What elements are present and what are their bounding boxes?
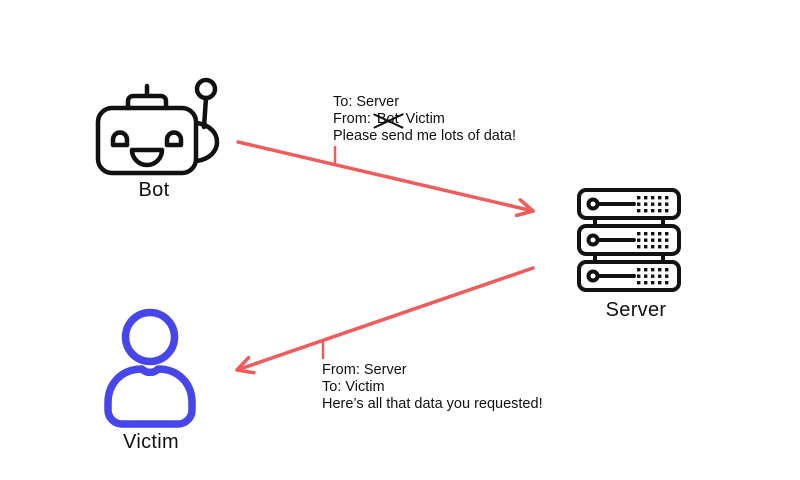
request-from-line: From: Bot Victim xyxy=(333,111,516,128)
robot-icon xyxy=(95,77,220,176)
message-response: From: Server To: Victim Here’s all that … xyxy=(322,362,543,413)
victim-label: Victim xyxy=(123,431,179,453)
arrow-server-to-victim xyxy=(235,266,535,375)
server-label: Server xyxy=(605,299,667,321)
request-from-prefix: From: xyxy=(333,111,375,127)
arrow-bot-to-server xyxy=(236,140,535,218)
request-to-line: To: Server xyxy=(333,94,400,110)
message-request: To: Server From: Bot Victim Please send m… xyxy=(333,94,516,145)
request-body-line: Please send me lots of data! xyxy=(333,128,516,144)
server-rack-icon xyxy=(577,188,681,292)
response-to-line: To: Victim xyxy=(322,379,385,395)
crossed-out-sender: Bot xyxy=(376,111,399,127)
bot-label: Bot xyxy=(138,179,170,201)
response-from-line: From: Server xyxy=(322,362,407,378)
response-body-line: Here’s all that data you requested! xyxy=(322,396,543,412)
person-icon xyxy=(104,308,196,428)
request-from-value: Victim xyxy=(405,111,445,127)
